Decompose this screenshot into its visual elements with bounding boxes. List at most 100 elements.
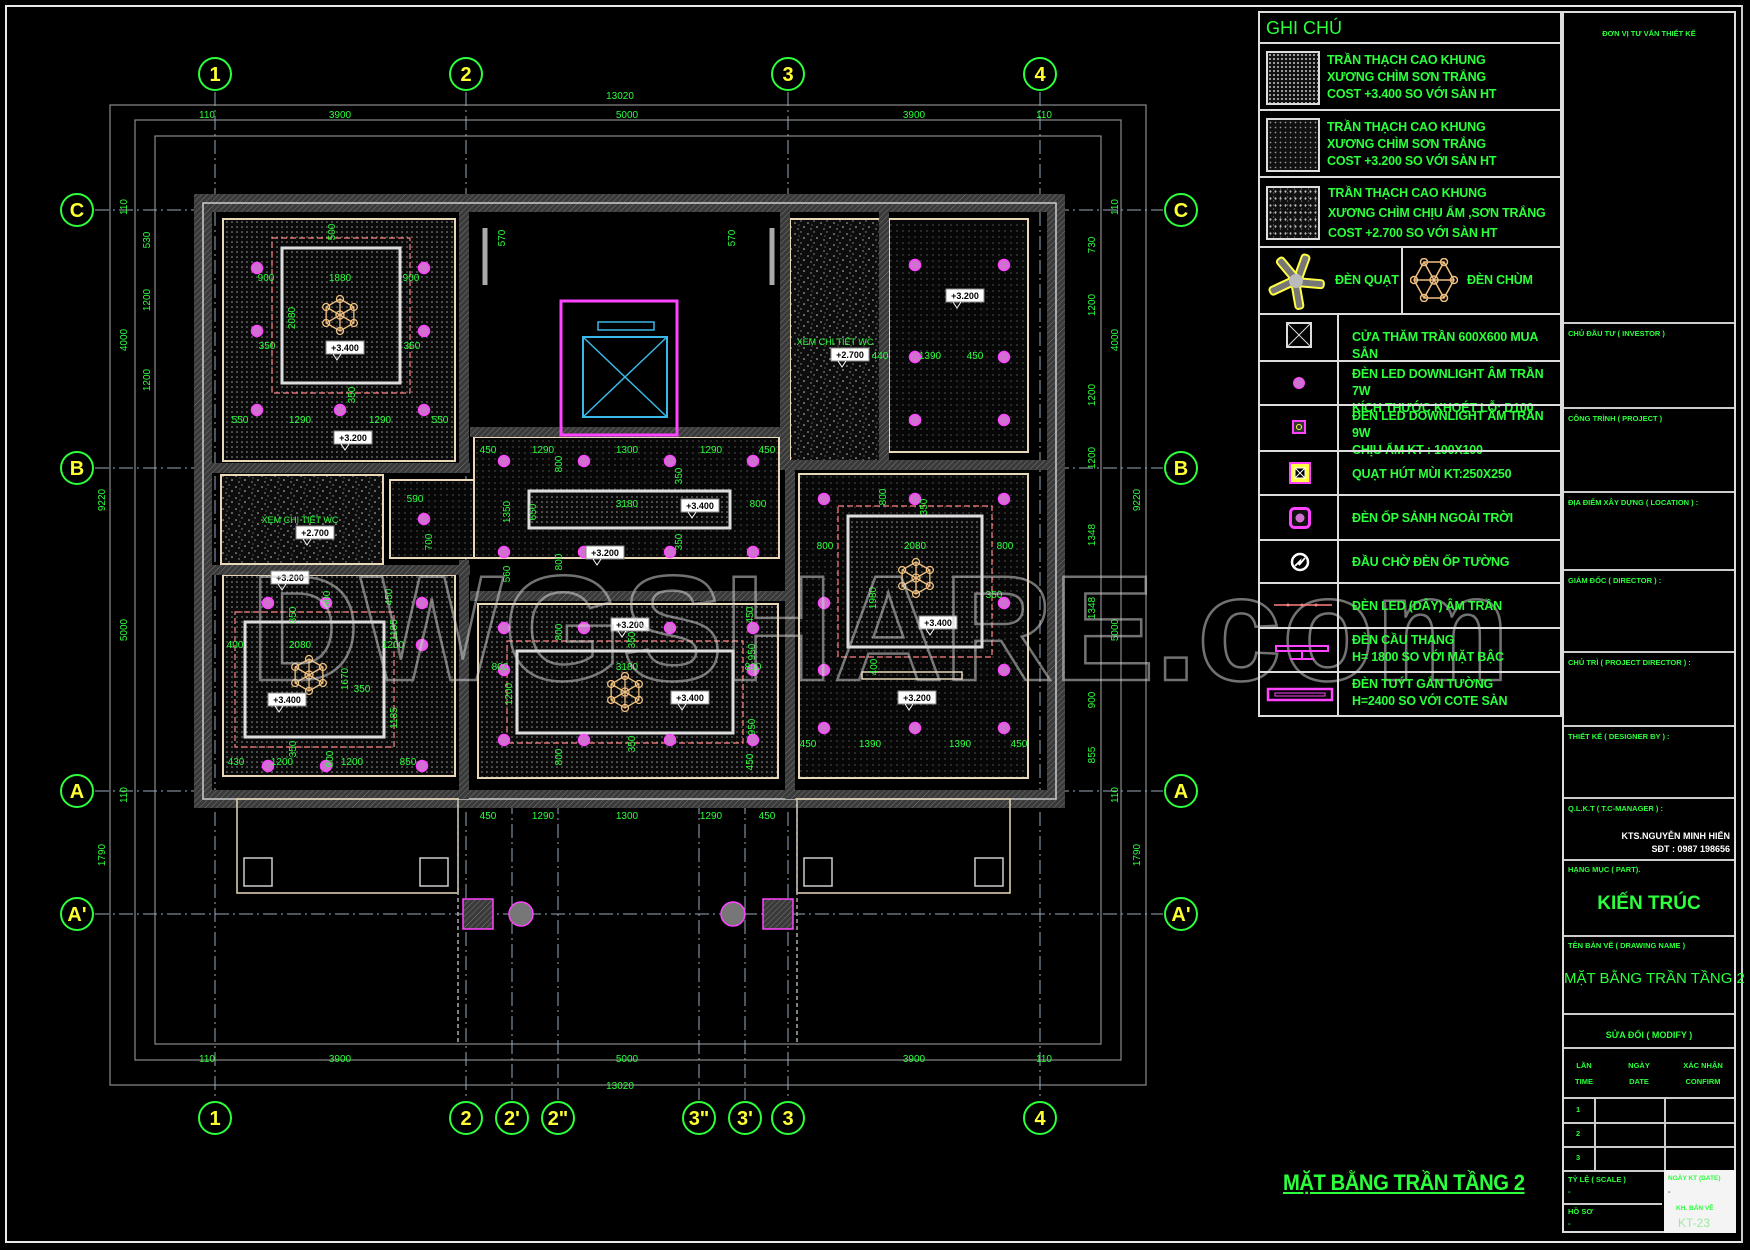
legend-text: ĐÈN LED (DÂY) ÂM TRẦN: [1352, 599, 1502, 613]
dimension-label: 1790: [97, 843, 108, 866]
dimension-label: 1348: [1087, 596, 1098, 619]
wall-tube-light-icon: [1266, 687, 1334, 702]
legend-panel: GHI CHÚ TRẦN THẠCH CAO KHUNG XƯƠNG CHÌM …: [1258, 11, 1562, 717]
sheet-border-right: [1741, 5, 1743, 1243]
dimension-label: 950: [747, 718, 758, 735]
grid-label: 1: [209, 1108, 220, 1130]
legend-text: XƯƠNG CHÌM SƠN TRẮNG: [1327, 137, 1486, 151]
file-value: -: [1568, 1219, 1571, 1228]
grid-label: 2: [460, 64, 471, 86]
dimension-label: 1200: [142, 288, 153, 311]
grid-label: C: [1174, 200, 1188, 222]
modify-label: SỬA ĐỔI ( MODIFY ): [1605, 1030, 1693, 1040]
dimension-label: 350: [259, 341, 276, 352]
dimension-label: 450: [745, 753, 756, 770]
dimension-label: 1350: [502, 500, 513, 523]
porch-columns: [462, 898, 794, 930]
legend-item-outdoor-light: ĐÈN ỐP SẢNH NGOÀI TRỜI: [1260, 494, 1560, 539]
legend-text: TRẦN THẠCH CAO KHUNG: [1327, 53, 1486, 67]
legend-text: ĐÈN TUÝT GẮN TƯỜNG: [1352, 677, 1494, 691]
downlight-icon: [415, 638, 429, 652]
dimension-label: 650: [528, 503, 539, 520]
grid-bubble-top: 2: [449, 57, 483, 91]
dimension-label: 1790: [1132, 843, 1143, 866]
dimension-label: 1390: [919, 351, 942, 362]
legend-text: CỬA THĂM TRẦN 600X600 MUA SẴN: [1352, 330, 1538, 361]
elevation-tag: +3.200: [610, 617, 650, 638]
project-director-label: CHỦ TRÌ ( PROJECT DIRECTOR ) :: [1568, 658, 1691, 667]
grid-label: 1: [209, 64, 220, 86]
dimension-label: 3900: [329, 110, 352, 121]
dimension-label: 350: [674, 467, 685, 484]
fine-dot-hatch-icon: [1266, 118, 1320, 172]
elevation-value: +3.200: [591, 548, 619, 558]
location-label: ĐỊA ĐIỂM XÂY DỰNG ( LOCATION ) :: [1568, 498, 1699, 507]
elevation-tag: +3.400: [267, 692, 307, 713]
downlight-icon: [261, 759, 275, 773]
downlight-icon: [817, 663, 831, 677]
dimension-label: 1300: [616, 445, 639, 456]
downlight-icon: [817, 596, 831, 610]
dimension-label: 5000: [616, 110, 639, 121]
dimension-label: 500: [327, 223, 338, 240]
downlight-icon: [997, 492, 1011, 506]
grid-label: B: [70, 458, 84, 480]
legend-text: H= 1800 SO VỚI MẶT BẬC: [1352, 650, 1504, 664]
legend-text: QUẠT HÚT MÙI KT:250X250: [1352, 467, 1512, 481]
dimension-label: 800: [997, 541, 1014, 552]
consultant-label: ĐƠN VỊ TƯ VẤN THIẾT KẾ: [1602, 29, 1696, 38]
grid-label: B: [1174, 458, 1188, 480]
chandelier-icon: [897, 557, 935, 599]
dimension-label: 4000: [1110, 328, 1121, 351]
dimension-label: 450: [800, 739, 817, 750]
dimension-label: 1200: [1087, 446, 1098, 469]
downlight-icon: [746, 545, 760, 559]
dimension-label: 2080: [289, 640, 312, 651]
downlight-icon: [997, 663, 1011, 677]
dimension-label: 350: [354, 684, 371, 695]
elevation-tag: +3.400: [670, 690, 710, 711]
dimension-label: 110: [199, 110, 215, 121]
chandeliers: [290, 294, 935, 713]
legend-item-led-strip: ĐÈN LED (DÂY) ÂM TRẦN: [1260, 582, 1560, 627]
dimension-label: 5000: [119, 618, 130, 641]
legend-text: TRẦN THẠCH CAO KHUNG: [1328, 186, 1487, 200]
dimension-label: 350: [288, 740, 299, 757]
legend-text: ĐÈN LED DOWNLIGHT ÂM TRẦN 9W: [1352, 409, 1544, 440]
legend-item-downlight-9w: ĐÈN LED DOWNLIGHT ÂM TRẦN 9W CHỊU ẨM KT …: [1260, 404, 1560, 457]
elevation-value: +3.200: [616, 620, 644, 630]
elevation-tag: +3.200: [945, 288, 985, 309]
dimension-label: 1200: [142, 368, 153, 391]
dimension-label: 1290: [700, 811, 723, 822]
grid-bubble-bottom: 3: [771, 1101, 805, 1135]
led-strip-icon: [1274, 603, 1332, 607]
dimension-label: 1290: [532, 811, 555, 822]
grid-label: 4: [1034, 64, 1046, 86]
file-label: HỒ SƠ: [1568, 1207, 1593, 1216]
dimension-label: 1290: [369, 415, 392, 426]
downlight-icon: [908, 350, 922, 364]
legend-text: ĐÈN QUẠT: [1335, 273, 1399, 287]
grid-bubble-top: 4: [1023, 57, 1057, 91]
dimension-label: 1670: [340, 667, 351, 690]
downlight-icon: [319, 759, 333, 773]
dimension-label: 440: [872, 351, 889, 362]
dimension-label: 1980: [868, 586, 879, 609]
elevation-value: +3.200: [339, 433, 367, 443]
elevation-value: +3.400: [924, 618, 952, 628]
room-hall-ext: [389, 479, 475, 559]
dimension-label: 350: [627, 631, 638, 648]
dimension-label: 9220: [1132, 488, 1143, 511]
dimension-label: 450: [480, 811, 497, 822]
downlight-icon: [261, 596, 275, 610]
dimension-label: 1290: [532, 445, 555, 456]
dimension-label: 1200: [271, 757, 294, 768]
elevator-shaft: [559, 299, 679, 437]
access-panel-icon: [1286, 322, 1312, 348]
downlight-icon: [319, 596, 333, 610]
legend-text: ĐẦU CHỜ ĐÈN ỐP TƯỜNG: [1352, 555, 1510, 569]
led-strip-outlines: [234, 237, 993, 748]
dimension-label: 350: [288, 606, 299, 623]
dimension-label: 1390: [949, 739, 972, 750]
